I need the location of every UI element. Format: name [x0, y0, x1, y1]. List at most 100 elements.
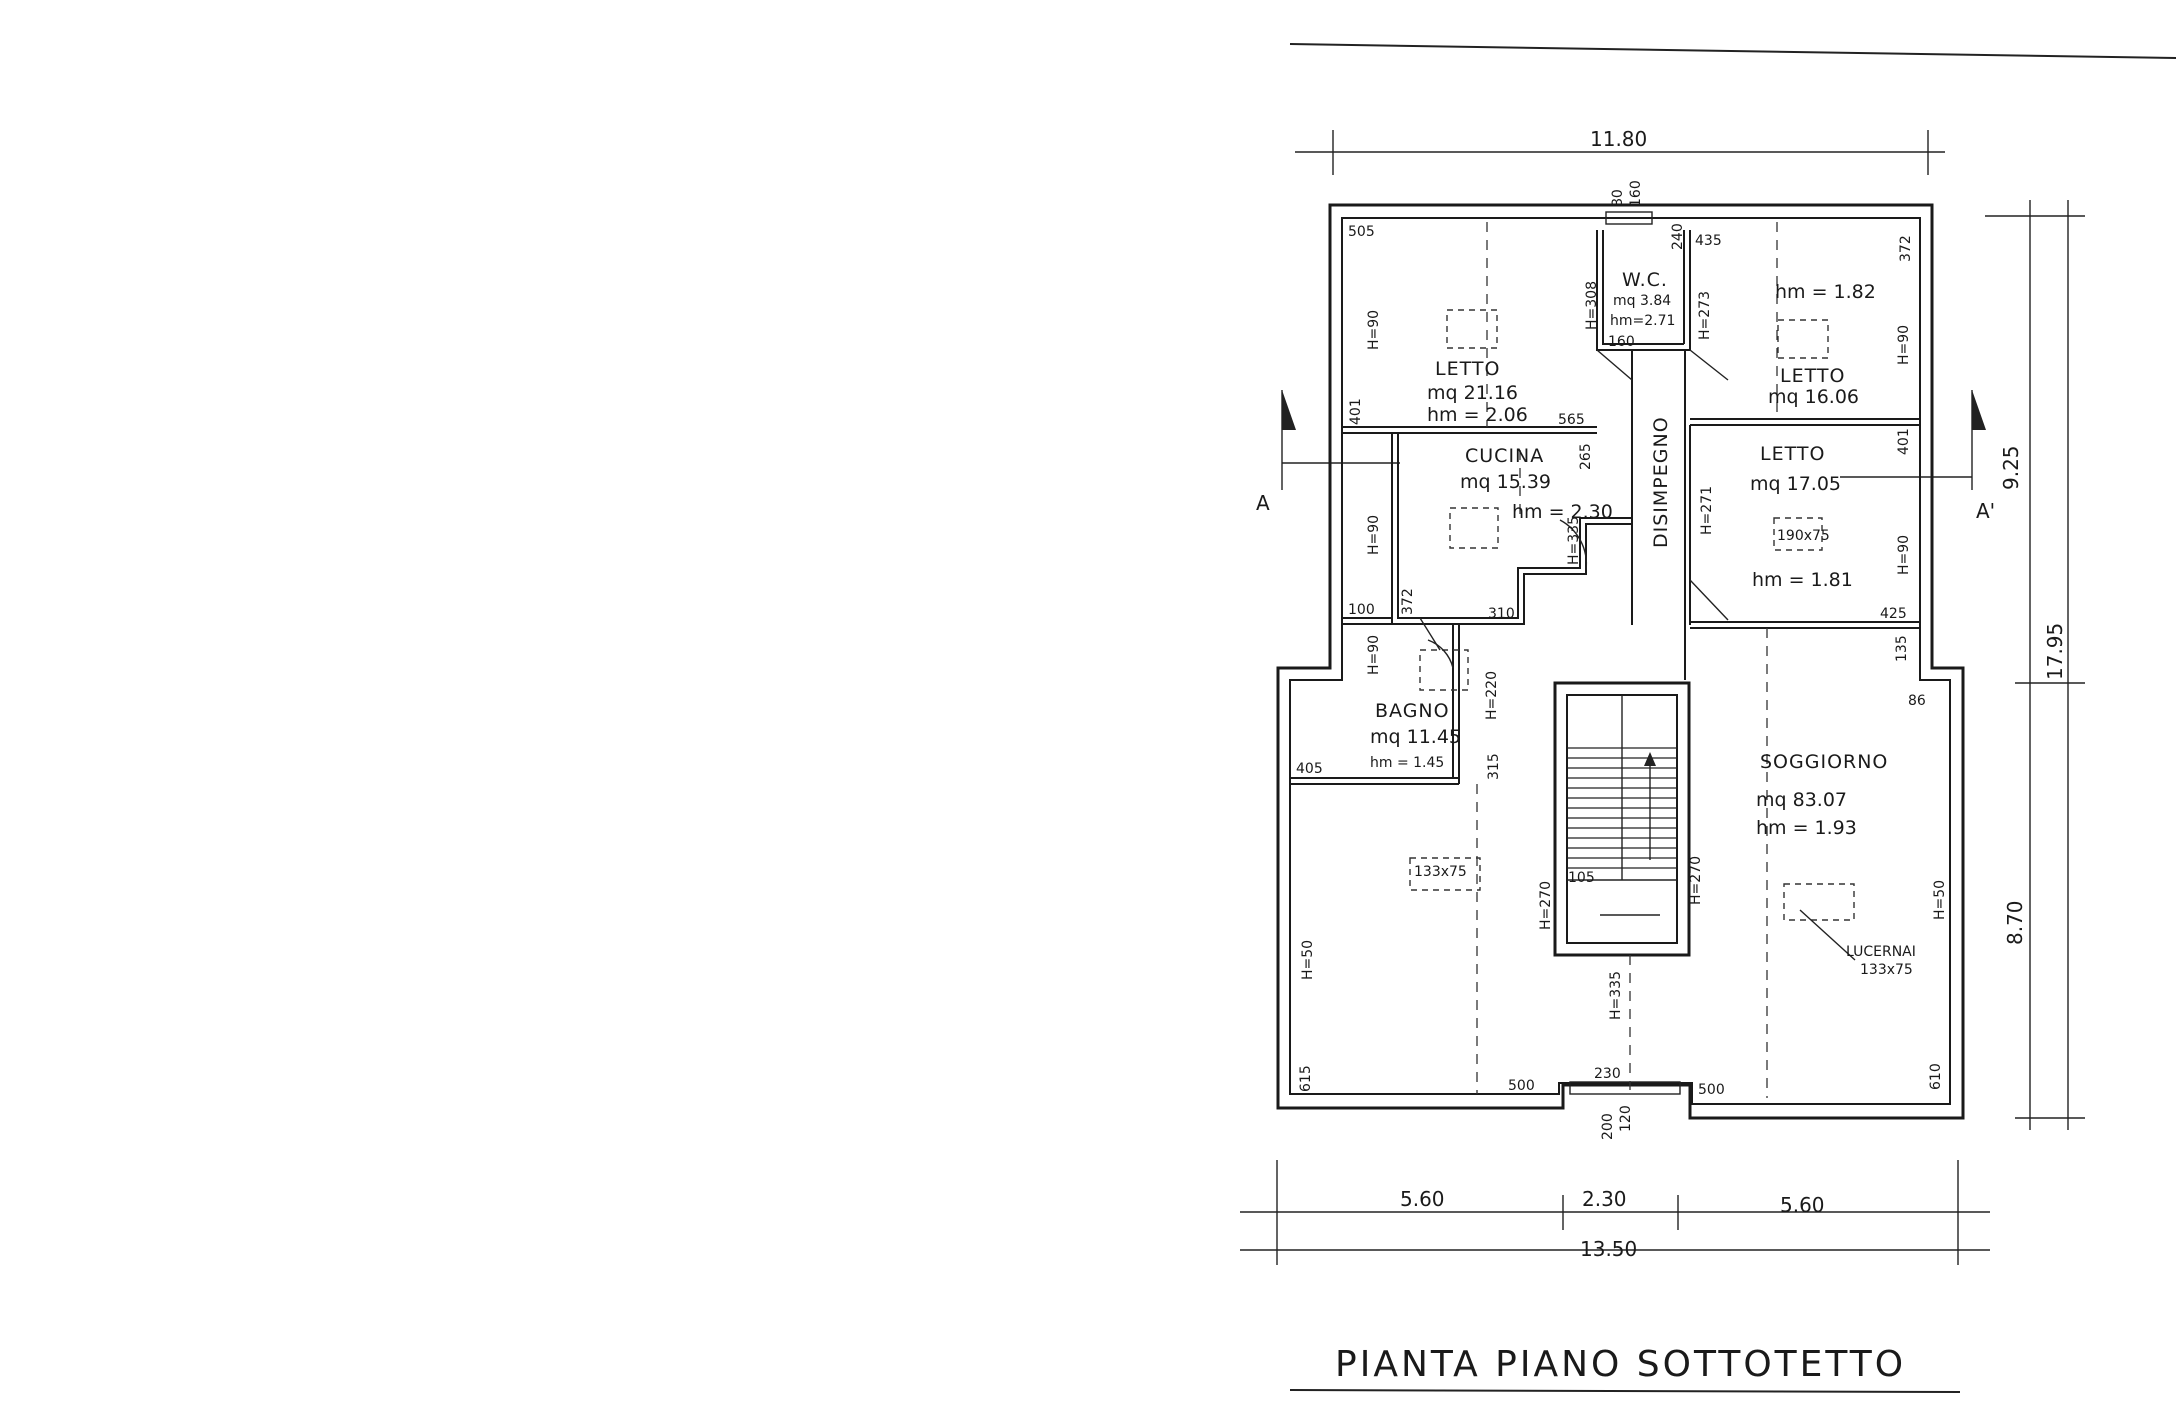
note-h50-a: H=50 [1300, 940, 1316, 980]
note-h270-b: H=270 [1688, 856, 1704, 905]
lucernai-label: LUCERNAI [1846, 944, 1916, 960]
note-h270-a: H=270 [1538, 881, 1554, 930]
right-upper-dimension: 9.25 [1999, 445, 2023, 490]
roof-ridge-lines [1476, 222, 1778, 1098]
room-name: LETTO [1435, 358, 1500, 380]
note-h335-b: H=335 [1608, 971, 1624, 1020]
skylight-cucina [1449, 507, 1499, 549]
door-width-b: 120 [1618, 1105, 1634, 1132]
top-dimension: 11.80 [1295, 127, 1945, 175]
skylight-soggiorno-left [1409, 857, 1481, 891]
skylight-bagno [1419, 649, 1469, 691]
room-name: CUCINA [1465, 445, 1544, 467]
right-lower-dimension: 8.70 [2003, 900, 2027, 945]
room-height: hm = 1.45 [1370, 755, 1444, 771]
bottom-center-dimension: 2.30 [1582, 1187, 1627, 1211]
room-bagno: BAGNO mq 11.45 hm = 1.45 [1370, 700, 1461, 771]
note-610: 610 [1928, 1063, 1944, 1090]
room-area: mq 16.06 [1768, 386, 1859, 408]
annotations: 80 160 505 435 372 240 H=308 160 H=273 H… [1296, 180, 1948, 1140]
bottom-total-dimension: 13.50 [1580, 1237, 1637, 1261]
room-name: LETTO [1760, 443, 1825, 465]
room-soggiorno: SOGGIORNO mq 83.07 hm = 1.93 LUCERNAI 13… [1756, 751, 1916, 978]
section-label-right: A' [1976, 499, 1995, 523]
room-area: mq 17.05 [1750, 473, 1841, 495]
room-area: mq 21.16 [1427, 382, 1518, 404]
note-h90-a: H=90 [1366, 310, 1382, 350]
note-h220: H=220 [1484, 671, 1500, 720]
note-160: 160 [1608, 334, 1635, 350]
bottom-left-dimension: 5.60 [1400, 1187, 1445, 1211]
room-letto-ne: hm = 1.82 LETTO mq 16.06 [1768, 281, 1876, 408]
right-dimension: 9.25 17.95 8.70 [1985, 200, 2085, 1130]
window-width-b: 160 [1628, 180, 1644, 207]
room-area: mq 11.45 [1370, 726, 1461, 748]
note-100: 100 [1348, 602, 1375, 618]
note-401-b: 401 [1896, 428, 1912, 455]
note-500-a: 500 [1508, 1078, 1535, 1094]
section-mark-left: A [1256, 390, 1400, 515]
room-height: hm = 1.82 [1775, 281, 1876, 303]
door-width-a: 200 [1600, 1113, 1616, 1140]
note-435: 435 [1695, 233, 1722, 249]
note-615: 615 [1298, 1065, 1314, 1092]
note-h308: H=308 [1584, 281, 1600, 330]
room-disimpegno: DISIMPEGNO [1650, 416, 1672, 548]
room-height: hm = 1.93 [1756, 817, 1857, 839]
skylight-size: 190x75 [1777, 528, 1830, 544]
room-area: mq 3.84 [1613, 293, 1671, 309]
skylight-letto-nw [1446, 309, 1498, 349]
skylight-soggiorno-right [1783, 883, 1855, 921]
note-230: 230 [1594, 1066, 1621, 1082]
stairwell [1553, 681, 1691, 957]
skylight-letto-ne [1777, 319, 1829, 359]
title-underline [1289, 1389, 1961, 1393]
note-401-a: 401 [1348, 398, 1364, 425]
room-name: BAGNO [1375, 700, 1450, 722]
room-name: LETTO [1780, 365, 1845, 387]
room-cucina: CUCINA mq 15.39 hm = 2.30 [1460, 445, 1613, 523]
note-h90-e: H=90 [1366, 635, 1382, 675]
note-h271: H=271 [1699, 486, 1715, 535]
door-swings [1419, 519, 1729, 669]
note-h335: H=335 [1566, 516, 1582, 565]
note-105: 105 [1568, 870, 1595, 886]
note-h90-b: H=90 [1896, 325, 1912, 365]
note-h90-c: H=90 [1366, 515, 1382, 555]
room-wc: W.C. mq 3.84 hm=2.71 [1610, 269, 1675, 329]
note-240: 240 [1670, 223, 1686, 250]
section-mark-right: A' [1840, 390, 1995, 523]
header-rule [1289, 43, 2176, 59]
skylights [1409, 309, 1856, 961]
room-height: hm = 2.06 [1427, 404, 1528, 426]
note-500-b: 500 [1698, 1082, 1725, 1098]
note-h50-b: H=50 [1932, 880, 1948, 920]
note-565: 565 [1558, 412, 1585, 428]
room-height: hm = 1.81 [1752, 569, 1853, 591]
lucernai-size: 133x75 [1860, 962, 1913, 978]
room-name: SOGGIORNO [1760, 751, 1888, 773]
room-name: DISIMPEGNO [1650, 416, 1672, 548]
note-135: 135 [1894, 635, 1910, 662]
note-315: 315 [1486, 753, 1502, 780]
right-total-dimension: 17.95 [2043, 623, 2067, 680]
note-372b: 372 [1400, 588, 1416, 615]
room-height: hm = 2.30 [1512, 501, 1613, 523]
room-letto-e: LETTO mq 17.05 190x75 hm = 1.81 [1750, 443, 1853, 591]
note-h273: H=273 [1697, 291, 1713, 340]
skylight-letto-e [1773, 517, 1823, 551]
room-area: mq 83.07 [1756, 789, 1847, 811]
skylight-size-left: 133x75 [1414, 864, 1467, 880]
room-area: mq 15.39 [1460, 471, 1551, 493]
note-h90-d: H=90 [1896, 535, 1912, 575]
bottom-dimension: 5.60 2.30 5.60 13.50 [1240, 1160, 1990, 1265]
room-name: W.C. [1622, 269, 1668, 291]
note-405: 405 [1296, 761, 1323, 777]
section-label-left: A [1256, 491, 1270, 515]
note-310: 310 [1488, 606, 1515, 622]
note-425: 425 [1880, 606, 1907, 622]
room-letto-nw: LETTO mq 21.16 hm = 2.06 [1427, 358, 1528, 426]
top-width-label: 11.80 [1590, 127, 1647, 151]
note-86: 86 [1908, 693, 1926, 709]
